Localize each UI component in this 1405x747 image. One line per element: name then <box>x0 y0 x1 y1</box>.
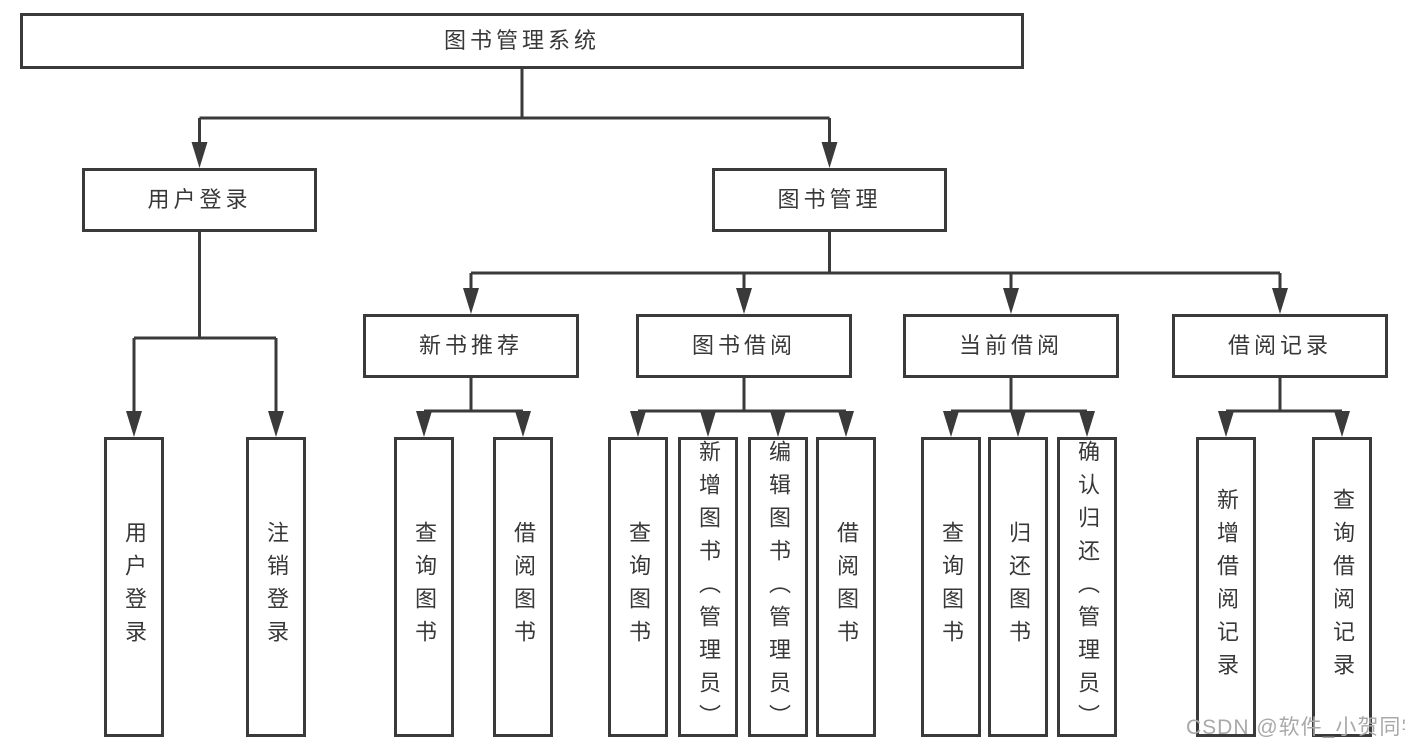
arrowhead-icon <box>191 142 208 168</box>
arrowhead-icon <box>515 411 531 437</box>
node-book-borrow: 图书借阅 <box>636 314 852 378</box>
node-leaf-br-add-record: 新增借阅记录 <box>1196 437 1256 737</box>
node-leaf-bb-query-book: 查询图书 <box>608 437 668 737</box>
arrowhead-icon <box>1079 411 1095 437</box>
node-leaf-nr-borrow-book: 借阅图书 <box>493 437 553 737</box>
arrowhead-icon <box>1272 288 1288 314</box>
arrowhead-icon <box>1003 288 1019 314</box>
node-leaf-bb-edit-book-admin: 编辑图书（管理员） <box>748 437 808 737</box>
node-leaf-cb-return-book: 归还图书 <box>988 437 1048 737</box>
arrowhead-icon <box>1010 411 1026 437</box>
edge-book-mgmt <box>469 232 1282 290</box>
edge-user-login <box>132 232 278 413</box>
arrowhead-icon <box>126 411 142 437</box>
arrowhead-icon <box>1218 411 1234 437</box>
arrowhead-icon <box>736 288 752 314</box>
arrowhead-icon <box>821 142 838 168</box>
arrowhead-icon <box>838 411 854 437</box>
node-leaf-cb-confirm-return-admin: 确认归还（管理员） <box>1057 437 1117 737</box>
edge-borrow-records <box>1224 378 1344 413</box>
node-current-borrow: 当前借阅 <box>903 314 1119 378</box>
arrowhead-icon <box>700 411 716 437</box>
arrowhead-icon <box>1334 411 1350 437</box>
edge-book-borrow <box>636 378 848 413</box>
node-leaf-user-login: 用户登录 <box>104 437 164 737</box>
arrowhead-icon <box>416 411 432 437</box>
node-leaf-bb-borrow-book: 借阅图书 <box>816 437 876 737</box>
node-user-login: 用户登录 <box>82 168 317 232</box>
node-new-book-rec: 新书推荐 <box>363 314 579 378</box>
node-leaf-cb-query-book: 查询图书 <box>921 437 981 737</box>
node-borrow-records: 借阅记录 <box>1172 314 1388 378</box>
arrowhead-icon <box>770 411 786 437</box>
edge-current-borrow <box>949 378 1089 413</box>
edge-root <box>198 69 831 144</box>
node-leaf-logout: 注销登录 <box>246 437 306 737</box>
watermark-text: CSDN @软件_小贺同学 <box>1186 716 1405 739</box>
arrowhead-icon <box>943 411 959 437</box>
arrowhead-icon <box>463 288 479 314</box>
edge-new-book-rec <box>422 378 525 413</box>
node-book-mgmt: 图书管理 <box>712 168 947 232</box>
node-leaf-bb-add-book-admin: 新增图书（管理员） <box>678 437 738 737</box>
node-leaf-br-query-record: 查询借阅记录 <box>1312 437 1372 737</box>
arrowhead-icon <box>630 411 646 437</box>
arrowhead-icon <box>268 411 284 437</box>
node-root: 图书管理系统 <box>20 13 1024 69</box>
node-leaf-nr-query-book: 查询图书 <box>394 437 454 737</box>
